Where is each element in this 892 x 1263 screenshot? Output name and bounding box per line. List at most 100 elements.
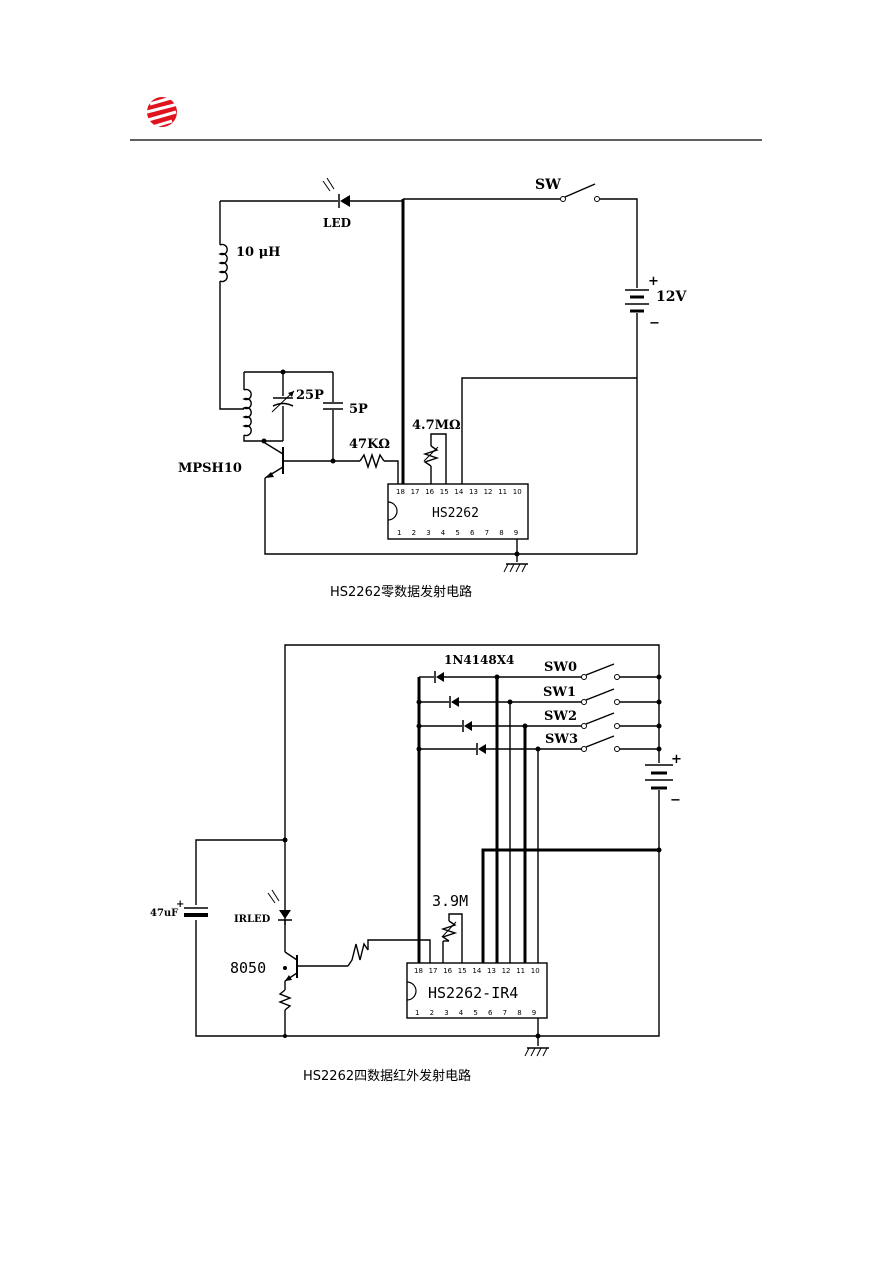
ic-pin-label: 8 xyxy=(499,529,503,537)
ic-pin-label: 6 xyxy=(488,1009,493,1017)
led-icon xyxy=(322,177,350,208)
ic-pin-label: 15 xyxy=(440,488,449,496)
capacitor-plus: + xyxy=(176,899,184,910)
ic-pins-bottom: 1 2 3 4 5 6 7 8 9 xyxy=(415,1009,536,1017)
ic-pin-label: 10 xyxy=(531,967,540,975)
inductor-label: 10 μH xyxy=(236,245,280,260)
ic-pin-label: 7 xyxy=(485,529,489,537)
battery-plus: + xyxy=(648,274,659,289)
switch-label: SW xyxy=(535,177,561,193)
ic-pin-label: 12 xyxy=(502,967,511,975)
switch-icon xyxy=(581,735,620,752)
osc-resistor-icon xyxy=(440,920,458,942)
ic-pin-label: 8 xyxy=(517,1009,521,1017)
ic-pin-label: 2 xyxy=(412,529,416,537)
electrolytic-capacitor-icon xyxy=(184,907,208,917)
transistor-label: MPSH10 xyxy=(178,461,242,476)
ic-pin-label: 16 xyxy=(443,967,452,975)
ic-pin-label: 10 xyxy=(513,488,522,496)
ic-pin-label: 17 xyxy=(429,967,438,975)
capacitor-icon xyxy=(323,402,343,410)
ic-pin-label: 4 xyxy=(459,1009,464,1017)
diode-icon xyxy=(434,671,444,683)
ic-pin-label: 12 xyxy=(484,488,493,496)
ic-pin-label: 11 xyxy=(498,488,507,496)
switch-icon xyxy=(581,688,620,705)
diode-icon xyxy=(476,743,486,755)
ic-pin-label: 18 xyxy=(414,967,423,975)
ground-icon xyxy=(503,563,528,573)
switch-icon xyxy=(581,663,620,680)
ic-pin-label: 9 xyxy=(514,529,518,537)
ic-pins-top: 18 17 16 15 14 13 12 11 10 xyxy=(396,488,522,496)
ic-pins-top: 18 17 16 15 14 13 12 11 10 xyxy=(414,967,540,975)
osc-resistor-label: 4.7MΩ xyxy=(412,418,461,433)
ic-pin-label: 3 xyxy=(444,1009,448,1017)
switch-label: SW0 xyxy=(544,660,577,675)
circuit-1-caption: HS2262零数据发射电路 xyxy=(330,584,472,600)
ic-pin-label: 13 xyxy=(469,488,478,496)
ic-pin-label: 16 xyxy=(425,488,434,496)
diode-icon xyxy=(462,720,472,732)
ic-pin-label: 2 xyxy=(430,1009,434,1017)
circuit-2-caption: HS2262四数据红外发射电路 xyxy=(303,1068,471,1084)
ic-pin-label: 7 xyxy=(503,1009,507,1017)
switch-icon xyxy=(581,712,620,729)
capacitor-label: 47uF xyxy=(150,908,178,919)
battery-minus: − xyxy=(649,316,660,331)
emitter-resistor-icon xyxy=(278,989,292,1011)
switch-label: SW1 xyxy=(543,685,576,700)
diode-label: 1N4148X4 xyxy=(444,653,514,667)
osc-resistor-label: 3.9M xyxy=(432,892,468,910)
ic-pins-bottom: 1 2 3 4 5 6 7 8 9 xyxy=(397,529,518,537)
switch-icon xyxy=(560,183,600,202)
ic-pin-label: 4 xyxy=(441,529,446,537)
ground-icon xyxy=(524,1047,549,1057)
company-logo xyxy=(146,94,179,129)
resistor-icon xyxy=(359,452,385,470)
circuit-1: LED SW + 12V − 10 μH xyxy=(178,177,687,600)
tank-coil-icon xyxy=(242,388,252,437)
ic-label: HS2262 xyxy=(432,506,479,521)
battery-minus: − xyxy=(670,793,681,808)
osc-resistor-icon xyxy=(422,445,440,467)
switch-label: SW3 xyxy=(545,732,578,747)
ic-pin-label: 13 xyxy=(487,967,496,975)
base-resistor-icon xyxy=(347,942,369,967)
ic-pin-label: 3 xyxy=(426,529,430,537)
ic-pin-label: 14 xyxy=(454,488,463,496)
ir-led-icon xyxy=(267,889,292,921)
resistor-label: 47KΩ xyxy=(349,437,390,452)
inductor-icon xyxy=(218,243,228,283)
ic-pin-label: 14 xyxy=(472,967,481,975)
variable-capacitor-icon xyxy=(271,390,295,413)
ic-pin-label: 1 xyxy=(415,1009,419,1017)
battery-icon xyxy=(645,764,673,790)
ic-pin-label: 5 xyxy=(473,1009,477,1017)
ic-pin-label: 11 xyxy=(516,967,525,975)
battery-voltage: 12V xyxy=(656,289,687,305)
capacitor-label: 5P xyxy=(349,402,368,417)
ic-pin-label: 5 xyxy=(455,529,459,537)
battery-plus: + xyxy=(671,752,682,767)
ic-pin-label: 6 xyxy=(470,529,475,537)
battery-icon xyxy=(625,289,649,313)
ic-pin-label: 17 xyxy=(411,488,420,496)
diode-icon xyxy=(449,696,459,708)
ic-pin-label: 1 xyxy=(397,529,401,537)
transistor-label: 8050 xyxy=(230,959,266,977)
variable-capacitor-label: 25P xyxy=(296,388,324,403)
led-label: LED xyxy=(323,216,351,230)
transistor-icon xyxy=(284,951,298,982)
ic-label: HS2262-IR4 xyxy=(428,984,518,1002)
switch-label: SW2 xyxy=(544,709,577,724)
ic-pin-label: 9 xyxy=(532,1009,536,1017)
ic-pin-label: 18 xyxy=(396,488,405,496)
ic-pin-label: 15 xyxy=(458,967,467,975)
